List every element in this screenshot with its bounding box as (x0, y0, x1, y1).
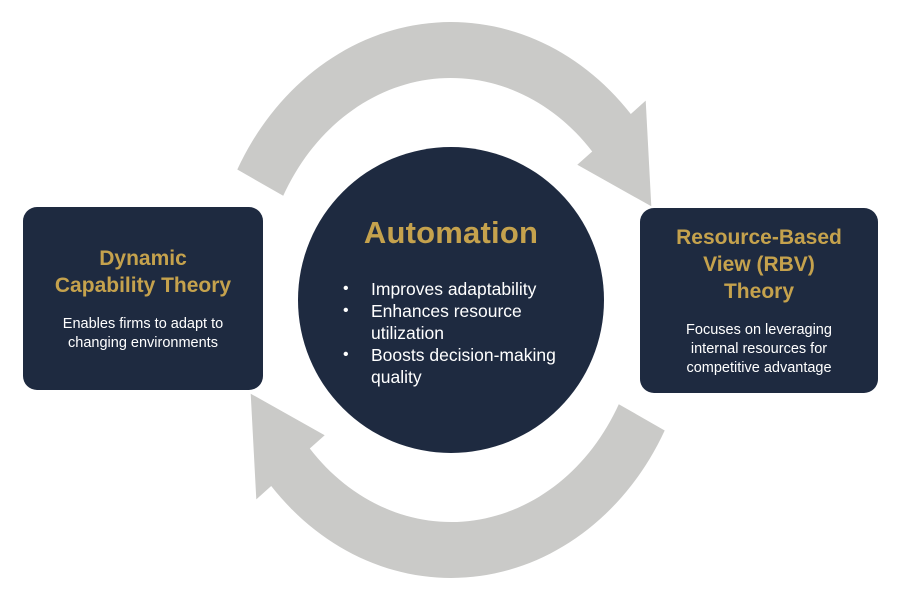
automation-bullet: Enhances resource utilization (342, 300, 564, 344)
automation-title: Automation (363, 215, 539, 250)
automation-bullet: Boosts decision-making quality (342, 344, 564, 388)
automation-bullet-list: Improves adaptabilityEnhances resource u… (342, 278, 564, 388)
dynamic-capability-description-line: changing environments (68, 334, 218, 351)
cycle-arrow-bottom-icon (250, 393, 665, 578)
automation-bullet: Improves adaptability (342, 278, 564, 300)
cycle-arrow-top-icon (237, 22, 652, 207)
rbv-title-line: Resource-Based (676, 225, 842, 249)
rbv-description: Focuses on leveraging internal resources … (686, 321, 832, 378)
automation-circle: Automation Improves adaptabilityEnhances… (298, 147, 604, 453)
dynamic-capability-description: Enables firms to adapt to changing enviro… (63, 315, 223, 353)
dynamic-capability-description-line: Enables firms to adapt to (62, 315, 224, 332)
rbv-description-line: Focuses on leveraging (686, 321, 832, 338)
dynamic-capability-title-line: Capability Theory (54, 273, 232, 297)
rbv-description-line: internal resources for (690, 340, 828, 357)
rbv-title-line: Theory (723, 279, 794, 303)
rbv-title-line: View (RBV) (703, 252, 815, 276)
rbv-description-line: competitive advantage (686, 359, 832, 376)
dynamic-capability-title-line: Dynamic (99, 246, 187, 270)
